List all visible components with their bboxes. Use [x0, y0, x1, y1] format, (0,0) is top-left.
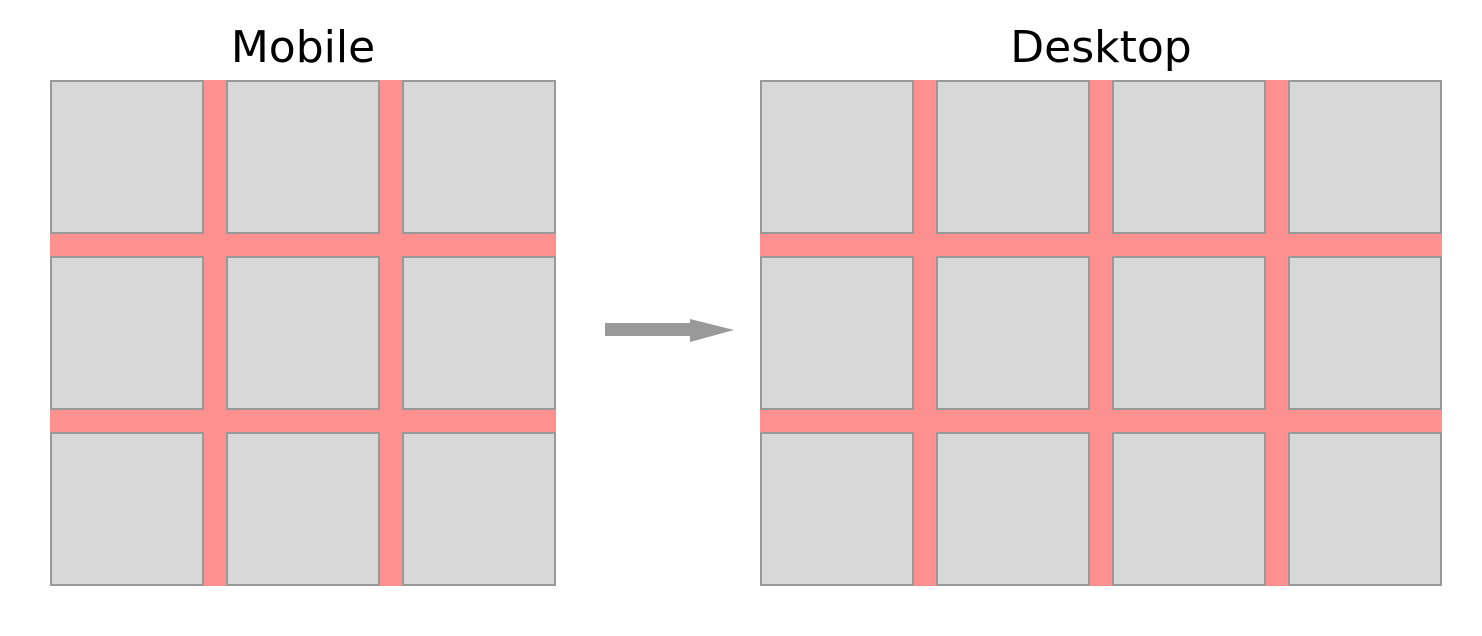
grid-cell: [1288, 432, 1442, 586]
grid-cell: [1112, 80, 1266, 234]
mobile-grid: [50, 80, 556, 586]
grid-cell: [1288, 256, 1442, 410]
grid-cell: [760, 80, 914, 234]
mobile-title: Mobile: [230, 22, 376, 73]
grid-cell: [402, 432, 556, 586]
grid-cell: [50, 80, 204, 234]
grid-cell: [402, 80, 556, 234]
grid-cell: [50, 256, 204, 410]
grid-cell: [1288, 80, 1442, 234]
desktop-title: Desktop: [1010, 22, 1192, 73]
grid-cell: [1112, 256, 1266, 410]
grid-cell: [936, 80, 1090, 234]
grid-cell: [50, 432, 204, 586]
arrow-right-icon: [605, 319, 734, 342]
grid-cell: [226, 256, 380, 410]
grid-cell: [226, 80, 380, 234]
grid-cell: [226, 432, 380, 586]
grid-cell: [402, 256, 556, 410]
desktop-grid: [760, 80, 1442, 586]
grid-cell: [1112, 432, 1266, 586]
grid-cell: [936, 432, 1090, 586]
grid-cell: [936, 256, 1090, 410]
grid-cell: [760, 432, 914, 586]
grid-cell: [760, 256, 914, 410]
